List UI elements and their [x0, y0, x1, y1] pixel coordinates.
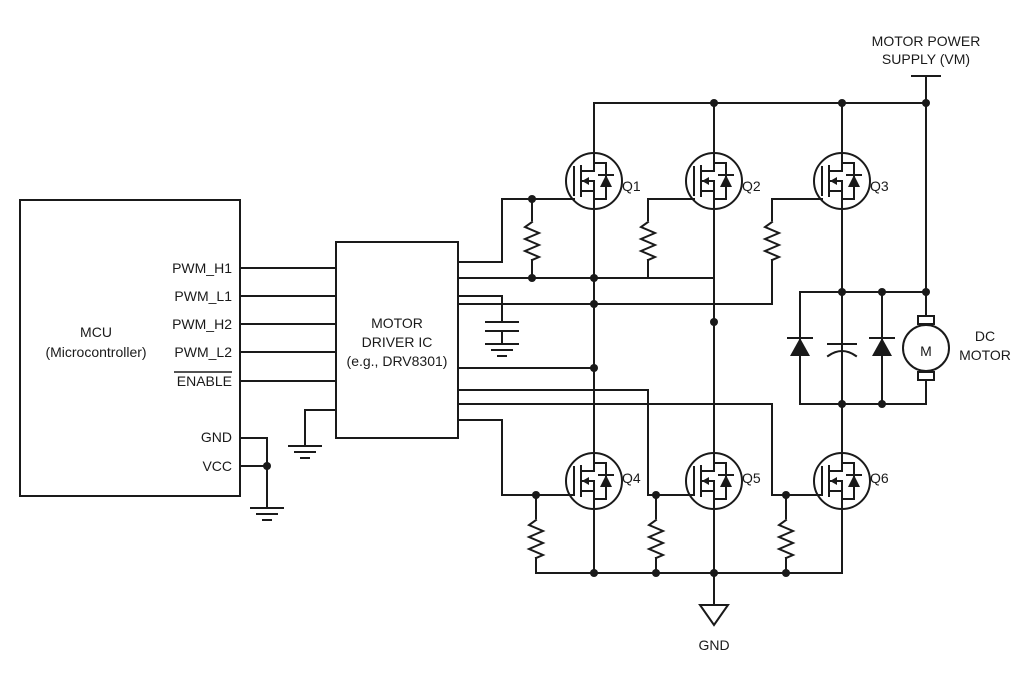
resistor-q4-gate	[528, 519, 544, 559]
resistor-q2-gate	[640, 221, 656, 261]
driver-ic-block	[335, 241, 459, 439]
flyback-diode-right	[872, 338, 892, 356]
motor-label-line2: MOTOR	[959, 347, 1011, 363]
capacitor-ground-symbol	[485, 343, 519, 357]
mcu-block	[19, 199, 241, 497]
mosfet-q2	[685, 152, 743, 210]
pin-vcc-label: VCC	[202, 458, 232, 474]
q3-label: Q3	[870, 178, 889, 194]
driver-line1: MOTOR	[371, 315, 423, 331]
mcu-subtitle: (Microcontroller)	[45, 344, 146, 360]
mcu-title: MCU	[80, 324, 112, 340]
supply-line2: SUPPLY (VM)	[882, 51, 970, 67]
q1-label: Q1	[622, 178, 641, 194]
q6-label: Q6	[870, 470, 889, 486]
q4-label: Q4	[622, 470, 641, 486]
mcu-ground-symbol	[250, 507, 284, 521]
q5-label: Q5	[742, 470, 761, 486]
mosfet-q1	[565, 152, 623, 210]
q2-label: Q2	[742, 178, 761, 194]
ground-label: GND	[698, 637, 729, 653]
flyback-diode-left	[790, 338, 810, 356]
resistor-q6-gate	[778, 519, 794, 559]
mosfet-q3	[813, 152, 871, 210]
mosfet-q6	[813, 452, 871, 510]
pin-enable-label: ENABLE	[177, 373, 232, 389]
driver-line2: DRIVER IC	[362, 334, 433, 350]
mosfet-q5	[685, 452, 743, 510]
ground-triangle-symbol	[698, 604, 730, 627]
pin-pwm-h1-label: PWM_H1	[172, 260, 232, 276]
pin-pwm-l1-label: PWM_L1	[174, 288, 232, 304]
mosfet-q4	[565, 452, 623, 510]
pin-gnd-label: GND	[201, 429, 232, 445]
motor-symbol-letter: M	[920, 343, 932, 359]
motor-label-line1: DC	[975, 328, 995, 344]
pin-pwm-l2-label: PWM_L2	[174, 344, 232, 360]
driver-line3: (e.g., DRV8301)	[347, 353, 448, 369]
resistor-q1-gate	[524, 221, 540, 261]
driver-ground-symbol	[288, 445, 322, 459]
resistor-q3-gate	[764, 221, 780, 261]
resistor-q5-gate	[648, 519, 664, 559]
supply-line1: MOTOR POWER	[872, 33, 981, 49]
pin-pwm-h2-label: PWM_H2	[172, 316, 232, 332]
